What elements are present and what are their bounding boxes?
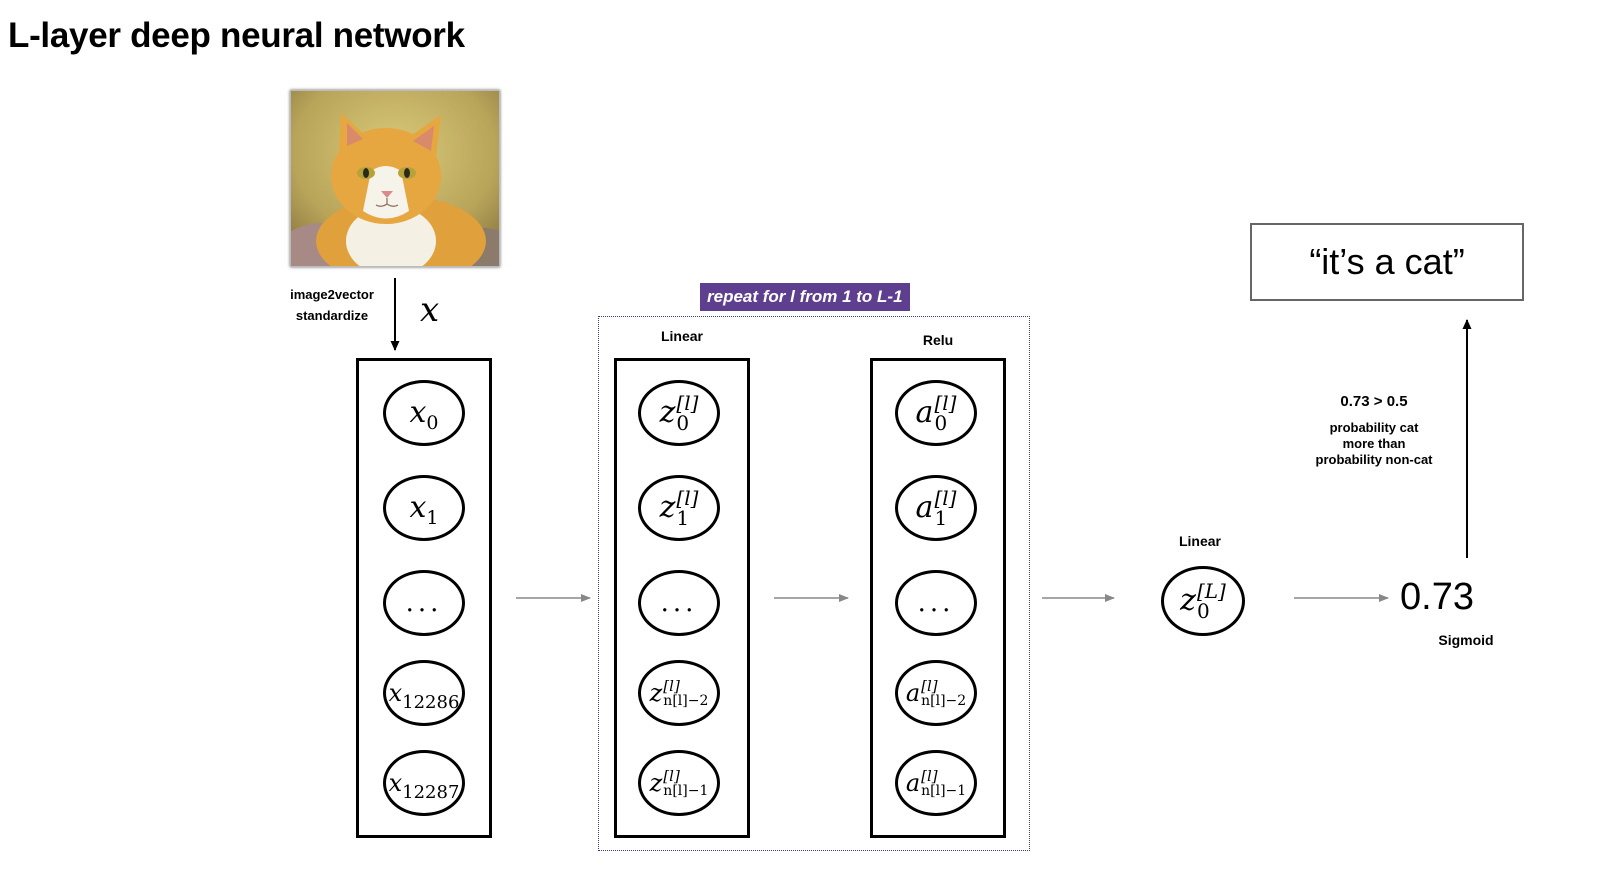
repeat-badge: repeat for l from 1 to L-1 bbox=[700, 283, 910, 311]
linear-neuron: z[l]1 bbox=[638, 475, 720, 541]
repeat-region bbox=[598, 316, 1030, 851]
relu-neuron: a[l]1 bbox=[895, 475, 977, 541]
page-title: L-layer deep neural network bbox=[8, 16, 465, 55]
input-neuron: ... bbox=[383, 570, 465, 636]
sigmoid-label: Sigmoid bbox=[1438, 632, 1494, 648]
result-box: “it’s a cat” bbox=[1250, 223, 1524, 301]
linear-neuron: ... bbox=[638, 570, 720, 636]
cat-illustration bbox=[291, 91, 499, 266]
linear-neuron: z[l]n[l]−1 bbox=[638, 750, 720, 816]
relu-neuron: ... bbox=[895, 570, 977, 636]
decision-comparison: 0.73 > 0.5 bbox=[1340, 393, 1408, 410]
relu-neuron: a[l]n[l]−1 bbox=[895, 750, 977, 816]
linear-neuron: z[l]n[l]−2 bbox=[638, 660, 720, 726]
probability-value: 0.73 bbox=[1400, 576, 1474, 618]
output-layer-label: Linear bbox=[1178, 533, 1221, 549]
cat-image bbox=[290, 90, 500, 267]
image2vector-caption: image2vector standardize bbox=[290, 287, 374, 323]
linear-neuron: z[l]0 bbox=[638, 380, 720, 446]
output-neuron: z [L] 0 bbox=[1161, 566, 1245, 636]
relu-neuron: a[l]n[l]−2 bbox=[895, 660, 977, 726]
linear-layer-label: Linear bbox=[660, 328, 703, 344]
decision-note: 0.73 > 0.5 probability cat more than pro… bbox=[1290, 394, 1458, 468]
relu-layer-label: Relu bbox=[922, 332, 954, 348]
relu-neuron: a[l]0 bbox=[895, 380, 977, 446]
input-symbol-x: x bbox=[420, 290, 440, 330]
